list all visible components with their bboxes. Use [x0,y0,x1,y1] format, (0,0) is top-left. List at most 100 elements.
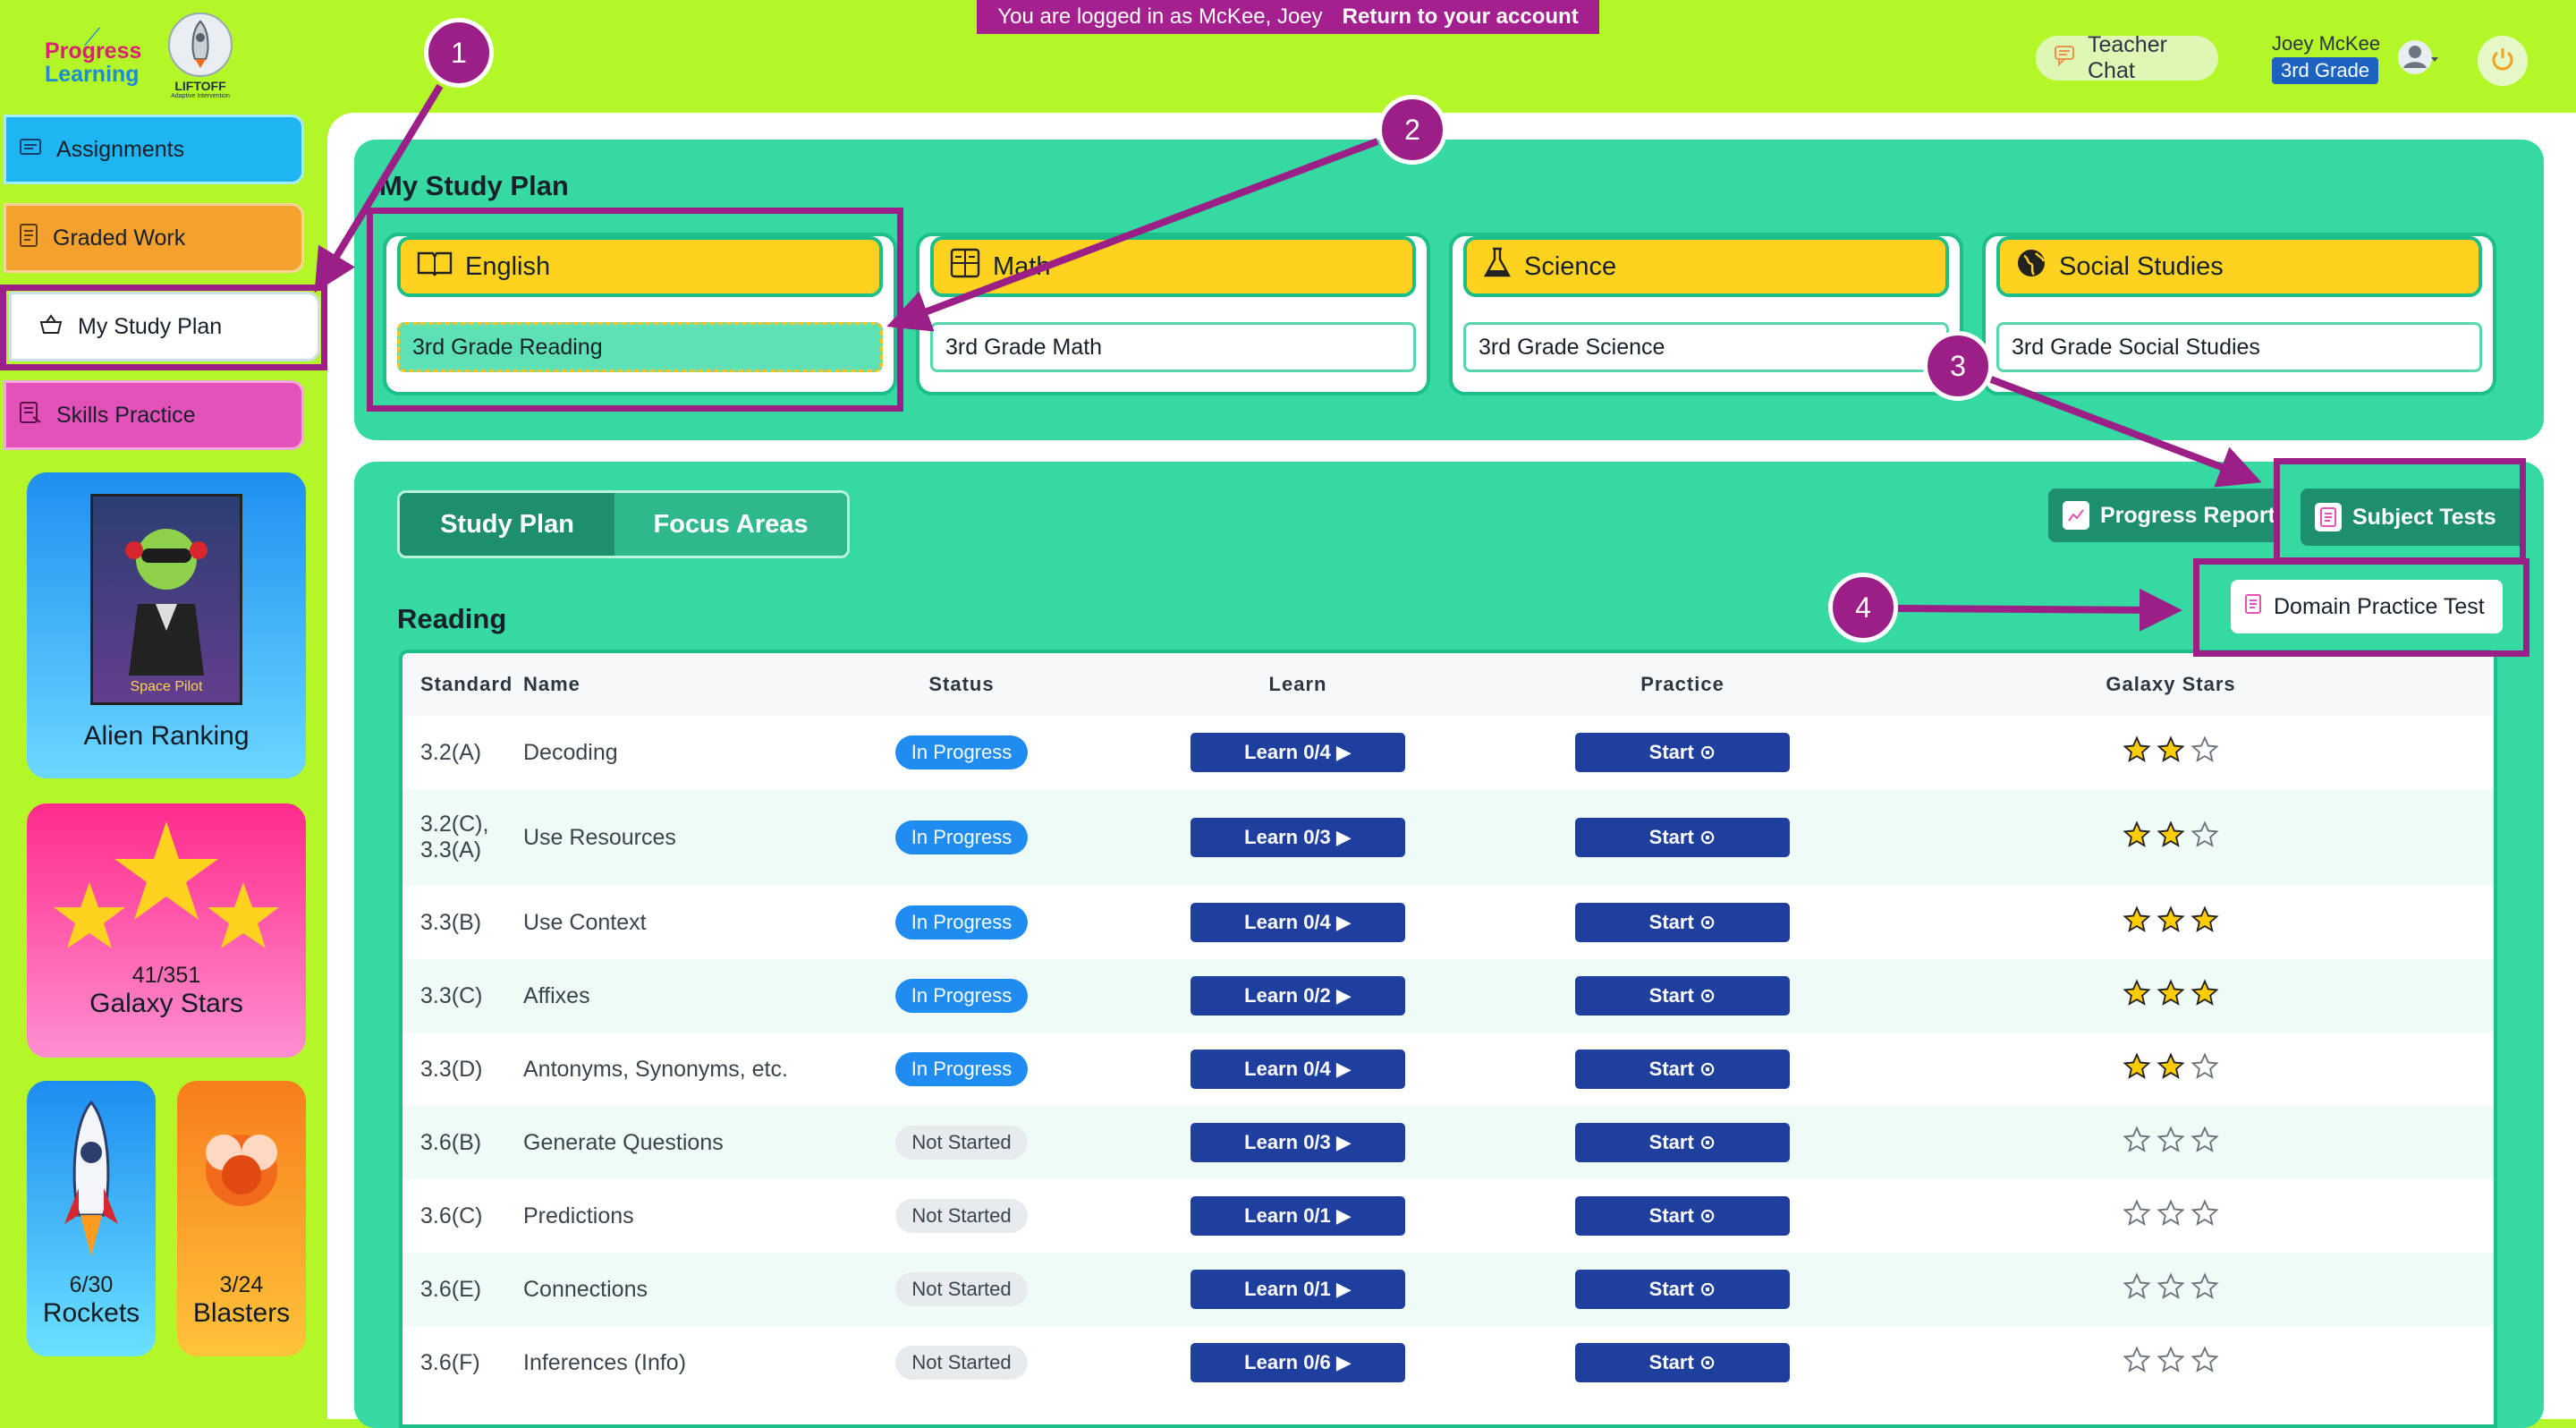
liftoff-logo[interactable]: LIFTOFF Adaptive Intervention [165,13,236,106]
rockets-title: Rockets [42,1298,140,1328]
sidebar-item-skills-practice[interactable]: Skills Practice [4,380,304,450]
status-cell: Not Started [844,1326,1079,1399]
subject-card-social-studies: Social Studies 3rd Grade Social Studies [1982,233,2496,395]
subject-header-science[interactable]: Science [1463,236,1949,297]
practice-cell: Start ⊙ [1517,789,1848,886]
sidebar-item-my-study-plan[interactable]: My Study Plan [9,292,320,361]
start-practice-button[interactable]: Start ⊙ [1575,1196,1790,1236]
start-practice-button[interactable]: Start ⊙ [1575,1343,1790,1382]
annotation-box-study-plan-nav [0,285,327,370]
sidebar-item-graded-work[interactable]: Graded Work [4,203,304,273]
user-menu-button[interactable] [2397,38,2454,81]
galaxy-star-icon [2190,735,2219,762]
logout-button[interactable] [2478,36,2528,86]
subject-card-science: Science 3rd Grade Science [1449,233,1963,395]
liftoff-subtext: Adaptive Intervention [171,93,230,99]
annotation-marker-2: 2 [1377,95,1447,165]
start-practice-button[interactable]: Start ⊙ [1575,733,1790,772]
galaxy-star-icon [2190,905,2219,932]
galaxy-star-icon [2157,1345,2185,1373]
table-row: 3.6(C) Predictions Not Started Learn 0/1… [402,1179,2494,1253]
table-row: 3.2(C), 3.3(A) Use Resources In Progress… [402,789,2494,886]
galaxy-stars-rating [2123,735,2219,764]
alien-ranking-card[interactable]: Space Pilot Alien Ranking [27,472,306,778]
blasters-count: 3/24 [219,1272,264,1297]
learn-button[interactable]: Learn 0/6 ▶ [1191,1343,1405,1382]
rockets-card[interactable]: 6/30 Rockets [27,1081,156,1356]
start-practice-button[interactable]: Start ⊙ [1575,818,1790,857]
liftoff-text: LIFTOFF [174,79,226,93]
subject-header-english[interactable]: English [397,236,883,297]
user-info: Joey McKee 3rd Grade [2272,32,2380,84]
learn-cell: Learn 0/4 ▶ [1079,886,1517,959]
subject-header-math[interactable]: Math [930,236,1416,297]
teacher-chat-button[interactable]: Teacher Chat [2036,32,2218,83]
table-row: 3.6(F) Inferences (Info) Not Started Lea… [402,1326,2494,1399]
galaxy-stars-rating [2123,1051,2219,1081]
start-practice-button[interactable]: Start ⊙ [1575,976,1790,1016]
start-practice-button[interactable]: Start ⊙ [1575,1050,1790,1089]
status-badge: Not Started [895,1199,1028,1233]
progress-learning-logo[interactable]: ⟋ Progress Learning [45,23,143,93]
galaxy-stars-card[interactable]: 41/351 Galaxy Stars [27,803,306,1058]
learn-button[interactable]: Learn 0/2 ▶ [1191,976,1405,1016]
blasters-card[interactable]: 3/24 Blasters [177,1081,306,1356]
annotation-box-english-course [367,208,903,412]
course-3rd-grade-math[interactable]: 3rd Grade Math [930,322,1416,372]
galaxy-star-icon [2190,978,2219,1006]
status-badge: In Progress [894,979,1029,1013]
learn-button[interactable]: Learn 0/4 ▶ [1191,733,1405,772]
name-cell: Inferences (Info) [523,1349,687,1375]
name-cell: Predictions [523,1203,634,1228]
learn-button[interactable]: Learn 0/4 ▶ [1191,903,1405,942]
name-cell: Affixes [522,959,844,1033]
user-name: Joey McKee [2272,32,2381,55]
standard-cell: 3.6(C) [420,1203,483,1228]
reading-table: Standard Name Status Learn Practice Gala… [399,650,2497,1428]
alien-name-label: Space Pilot [130,679,203,694]
flask-icon [1483,247,1512,286]
learn-button[interactable]: Learn 0/1 ▶ [1191,1196,1405,1236]
name-cell: Use Resources [522,789,844,886]
galaxy-star-icon [2157,905,2185,932]
practice-cell: Start ⊙ [1517,959,1848,1033]
sidebar-item-label: Graded Work [53,225,186,251]
status-cell: Not Started [844,1253,1079,1326]
stars-cell [1848,716,2494,789]
start-practice-button[interactable]: Start ⊙ [1575,1270,1790,1309]
course-3rd-grade-science[interactable]: 3rd Grade Science [1463,322,1949,372]
galaxy-stars-rating [2123,1345,2219,1374]
sidebar-item-assignments[interactable]: Assignments [4,115,304,184]
subject-header-social-studies[interactable]: Social Studies [1996,236,2482,297]
status-cell: In Progress [844,1033,1079,1106]
tab-focus-areas[interactable]: Focus Areas [614,493,847,556]
course-3rd-grade-social-studies[interactable]: 3rd Grade Social Studies [1996,322,2482,372]
learn-cell: Learn 0/3 ▶ [1079,1106,1517,1179]
name-cell: Connections [522,1253,844,1326]
learn-button[interactable]: Learn 0/4 ▶ [1191,1050,1405,1089]
blasters-title: Blasters [192,1298,291,1328]
start-practice-button[interactable]: Start ⊙ [1575,903,1790,942]
page-title: My Study Plan [379,170,569,201]
calculator-icon [950,248,980,285]
start-practice-button[interactable]: Start ⊙ [1575,1123,1790,1162]
domain-practice-test-button[interactable]: Domain Practice Test [2231,580,2503,633]
name-cell: Generate Questions [522,1106,844,1179]
power-icon [2489,46,2516,77]
table-row: 3.6(E) Connections Not Started Learn 0/1… [402,1253,2494,1326]
col-learn: Learn [1079,653,1517,716]
galaxy-stars-icon [27,803,306,948]
galaxy-star-icon [2123,1125,2151,1152]
tab-study-plan[interactable]: Study Plan [400,493,614,556]
course-3rd-grade-reading[interactable]: 3rd Grade Reading [397,322,883,372]
return-to-account-link[interactable]: Return to your account [1342,4,1579,29]
learn-cell: Learn 0/4 ▶ [1079,1033,1517,1106]
sidebar-item-label: My Study Plan [78,313,223,339]
subject-tests-button[interactable]: Subject Tests [2301,489,2526,546]
galaxy-star-icon [2190,1345,2219,1373]
learn-button[interactable]: Learn 0/3 ▶ [1191,818,1405,857]
progress-report-button[interactable]: Progress Report [2048,489,2279,542]
learn-button[interactable]: Learn 0/1 ▶ [1191,1270,1405,1309]
stars-cell [1848,1033,2494,1106]
learn-button[interactable]: Learn 0/3 ▶ [1191,1123,1405,1162]
